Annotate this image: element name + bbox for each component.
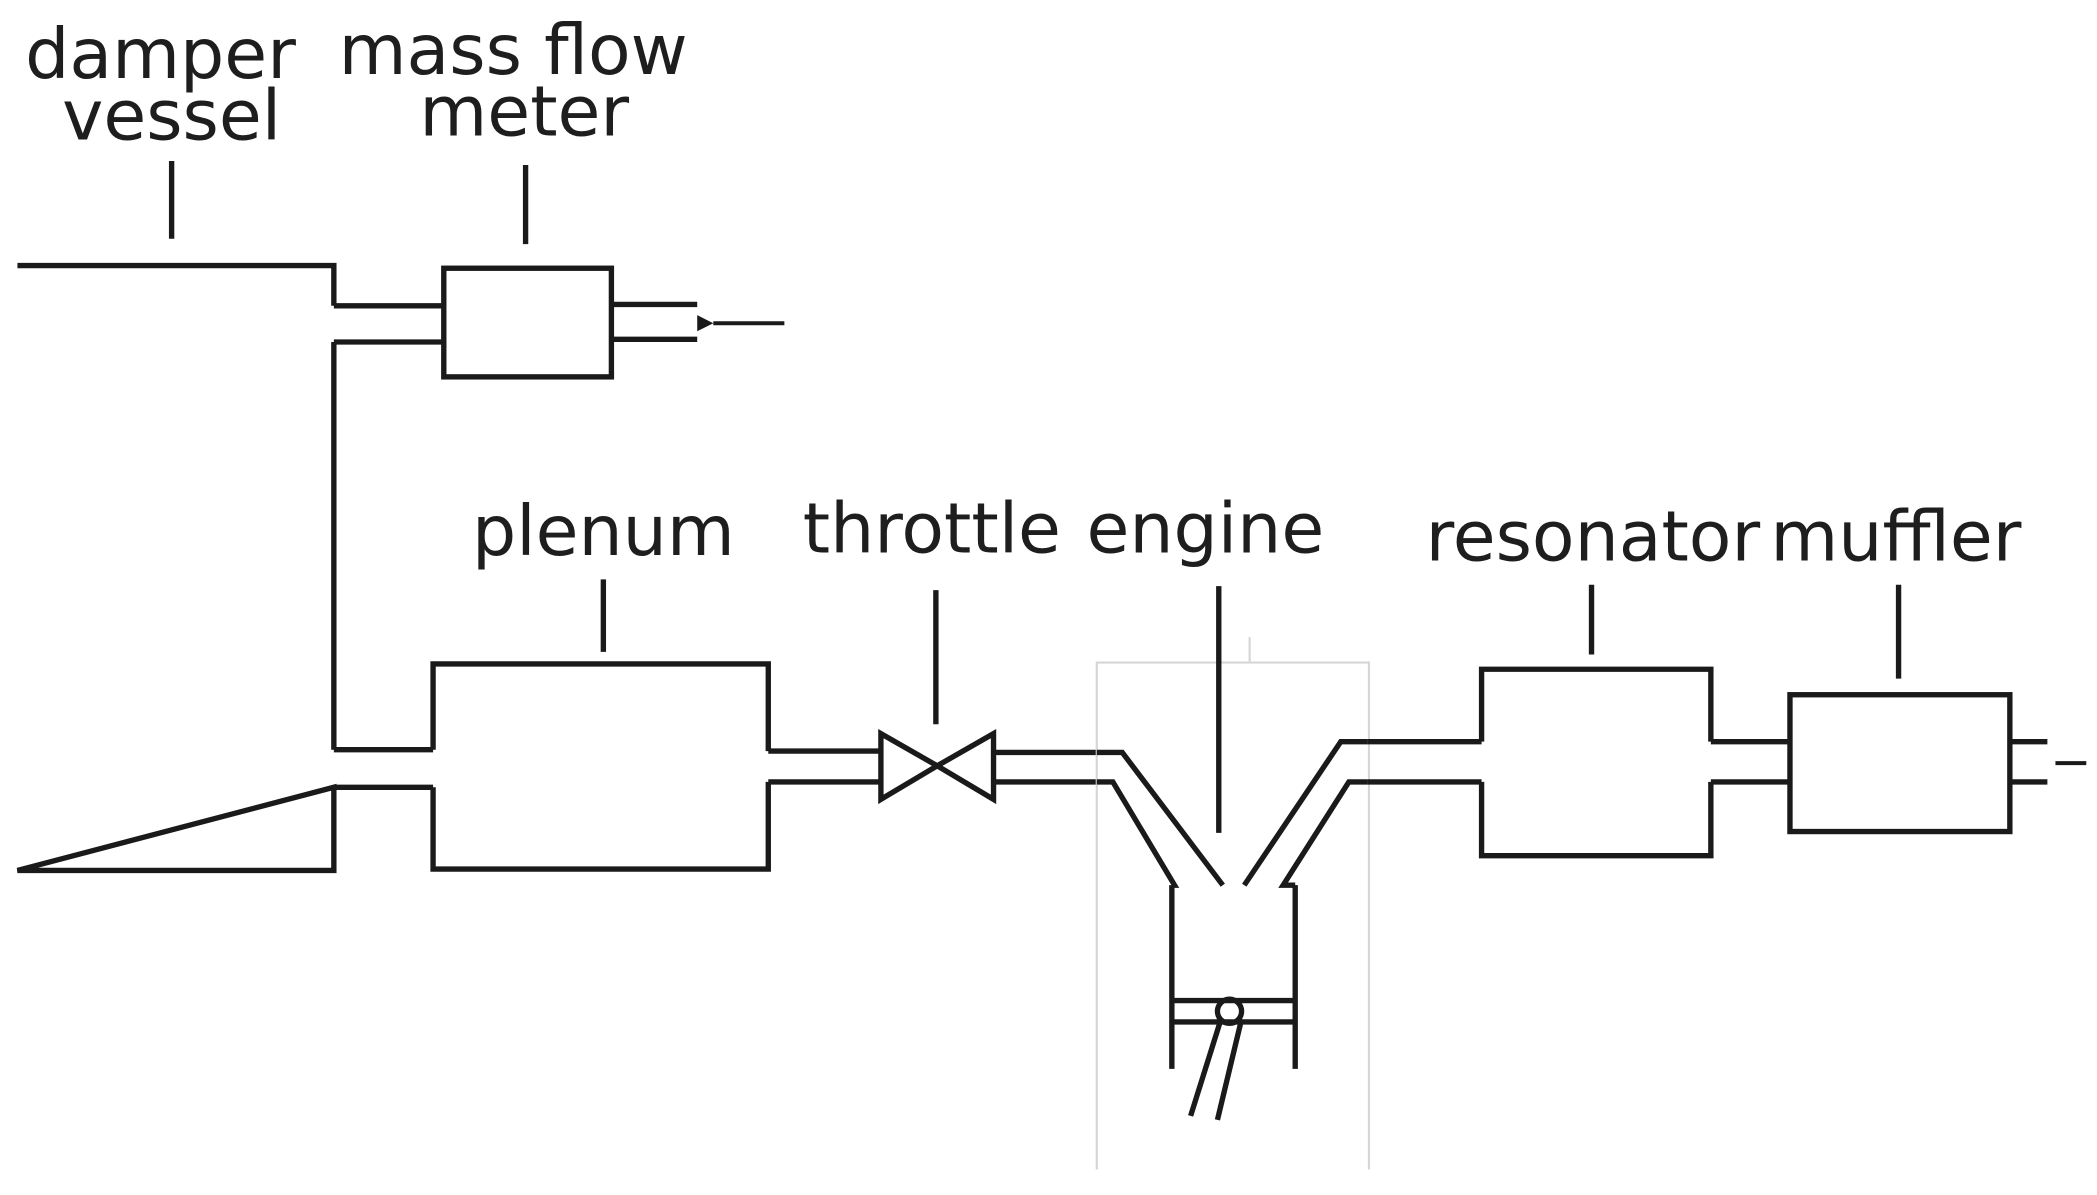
throttle-label: throttle (803, 489, 1061, 570)
pipe-damper-to-plenum (333, 747, 434, 790)
mass-flow-meter-label-line1: mass flow (339, 10, 688, 91)
mass-flow-meter: mass flow meter (339, 10, 710, 380)
plenum-label: plenum (472, 491, 735, 572)
damper-vessel-label-line2: vessel (62, 75, 281, 156)
damper-vessel-label-line1: damper (25, 14, 296, 95)
plenum: plenum (430, 491, 771, 872)
mass-flow-meter-label: mass flow meter (339, 10, 710, 153)
muffler-label: muffler (1770, 497, 2021, 578)
pipe-damper-to-meter (333, 303, 444, 345)
outlet-pipe (2009, 738, 2087, 785)
damper-vessel: damper vessel (16, 14, 337, 874)
resonator: resonator (1426, 497, 1761, 859)
throttle: throttle (803, 489, 1061, 805)
resonator-label: resonator (1426, 497, 1761, 578)
pipe-throttle-to-engine (993, 749, 1097, 785)
muffler: muffler (1770, 497, 2022, 835)
damper-vessel-label: damper vessel (25, 14, 318, 157)
engine: engine (1086, 489, 1371, 1170)
engine-cylinder (1169, 885, 1298, 1069)
engine-label: engine (1086, 489, 1324, 570)
engine-sketch-frame (1095, 637, 1371, 1170)
mass-flow-meter-label-line2: meter (419, 71, 629, 152)
throttle-valve-icon (878, 729, 997, 805)
engine-connecting-rod (1188, 996, 1245, 1121)
pipe-plenum-to-throttle (768, 748, 881, 785)
pipe-engine-to-resonator (1367, 738, 1482, 785)
pipe-resonator-to-muffler (1710, 738, 1790, 785)
inlet-pipe (611, 301, 698, 343)
